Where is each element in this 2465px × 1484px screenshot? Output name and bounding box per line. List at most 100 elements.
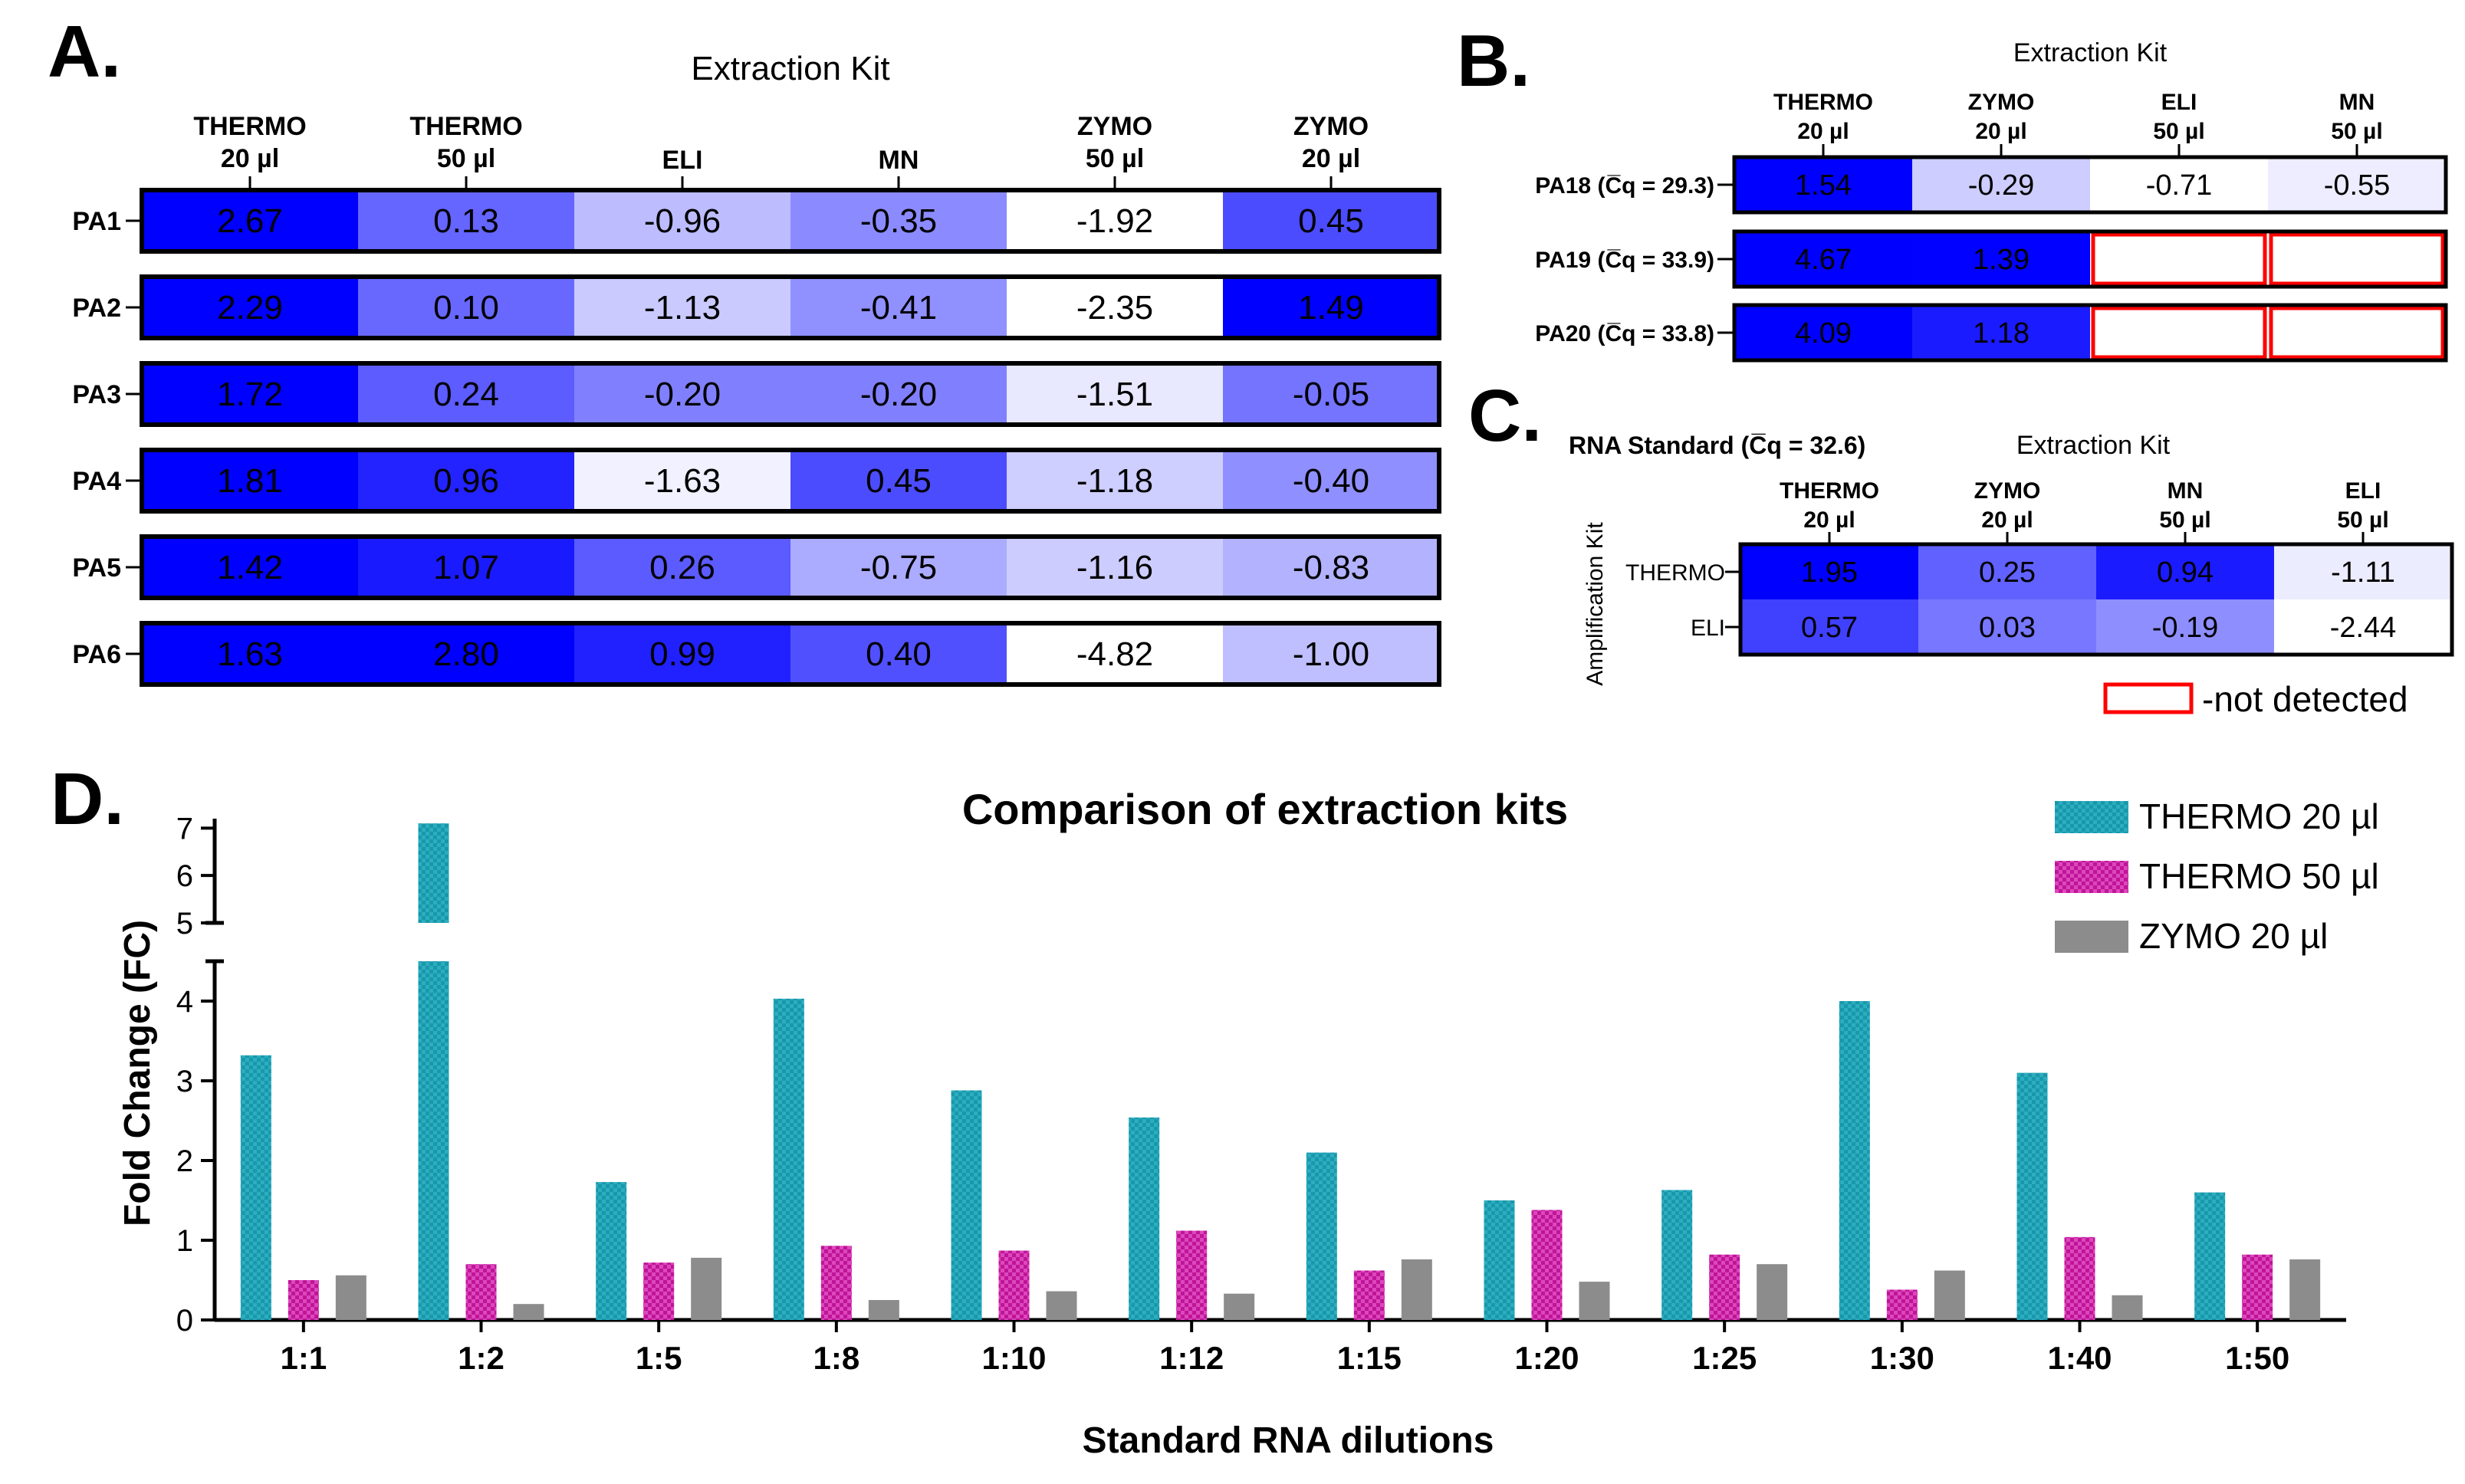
bar-thermo-20-l [1839,1001,1870,1320]
panel-c-ylabel: Amplification Kit [1583,522,1608,686]
bar-thermo-50-l [998,1250,1030,1320]
x-axis-label: Standard RNA dilutions [1083,1420,1494,1461]
bar-thermo-50-l [1886,1289,1918,1320]
cell-value: 0.10 [433,289,499,327]
heat-cell [1918,599,2096,655]
cell-value: 2.80 [433,635,499,673]
heat-cell [2274,599,2452,655]
heat-cell [790,450,1007,511]
heat-cell [142,450,358,511]
panel-a-col-label: ZYMO [1293,112,1369,141]
panel-b-col-label: MN [2339,90,2375,115]
heat-cell [2274,544,2452,599]
bar-thermo-20-l [418,961,449,1320]
heat-cell [574,277,790,338]
panel-a-row-label: PA6 [72,640,121,669]
not-detected-cell [2269,232,2445,286]
cell-value: 0.99 [649,635,715,673]
cell-value: -1.13 [644,289,721,327]
not-detected-cell [2269,306,2445,360]
panel-b-col-label: 20 µl [1797,119,1849,144]
x-tick-label: 1:15 [1337,1340,1402,1376]
legend-swatch [2055,921,2128,953]
panel-a-row-label: PA5 [72,553,121,583]
panel-c-row-label: ELI [1691,616,1725,641]
panel-a-row-label: PA1 [72,207,121,236]
y-tick-label: 4 [176,985,193,1019]
bar-thermo-50-l [465,1264,497,1320]
bar-zymo-20-l [1579,1282,1610,1320]
heat-cell [1912,305,2090,360]
bar-thermo-20-l [1306,1152,1337,1320]
cell-value: -2.44 [2330,612,2397,644]
panel-c-col-label: ELI [2345,478,2381,504]
y-tick-label: 6 [176,859,193,893]
y-tick-label: 5 [176,907,193,941]
panel-a-title: Extraction Kit [691,50,889,87]
panel-b-col-label: ZYMO [1968,90,2035,115]
cell-value: -2.35 [1076,289,1153,327]
heat-cell [1734,305,1912,360]
cell-value: -0.40 [1293,462,1369,500]
heat-cell [1734,231,1912,287]
panel-b-col-label: 50 µl [2153,119,2204,144]
heat-cell [1734,157,1912,212]
panel-c-col-label: 50 µl [2337,507,2388,533]
bar-thermo-50-l [1176,1230,1208,1320]
heat-cell [358,623,574,685]
y-tick-label: 2 [176,1144,193,1178]
heat-cell [1007,450,1223,511]
legend-not-detected: -not detected [2202,679,2408,719]
row-outline [140,448,1441,514]
bar-zymo-20-l [1934,1270,1965,1320]
cell-value: 0.24 [433,376,499,413]
heat-cell [1223,450,1439,511]
bar-thermo-50-l [1531,1210,1563,1320]
legend-label: ZYMO 20 µl [2139,916,2328,956]
cell-value: -0.96 [644,202,721,240]
cell-value: -0.20 [644,376,721,413]
panel-a-row-label: PA2 [72,294,121,323]
heat-cell [1740,544,1918,599]
cell-value: 0.94 [2157,556,2214,589]
heat-cell [1223,537,1439,598]
bar-thermo-20-l-upper [418,823,449,923]
panel-a-col-label: ELI [662,146,703,175]
cell-value: 0.57 [1801,612,1858,644]
heat-cell [790,190,1007,251]
bar-thermo-20-l [596,1182,627,1320]
bar-thermo-50-l [2242,1254,2273,1320]
row-outline [140,274,1441,340]
bar-thermo-20-l [240,1055,271,1320]
x-tick-label: 1:8 [813,1340,859,1376]
cell-value: -1.92 [1076,202,1153,240]
panel-a-col-label: 50 µl [437,144,495,173]
panel-c-col-label: 20 µl [1981,507,2033,533]
panel-b-col-label: THERMO [1773,90,1873,115]
bar-thermo-20-l [1129,1117,1160,1320]
heat-cell [142,363,358,425]
cell-value: -0.05 [1293,376,1369,413]
y-axis-label: Fold Change (FC) [117,920,158,1226]
bar-zymo-20-l [1757,1264,1788,1320]
heat-cell [1223,363,1439,425]
bar-thermo-50-l [1709,1254,1740,1320]
x-tick-label: 1:50 [2225,1340,2289,1376]
panel-b-row-label: PA19 (C̅q = 33.9) [1535,248,1714,273]
panel-b-col-label: 20 µl [1975,119,2026,144]
panel-a-col-label: ZYMO [1077,112,1152,141]
cell-value: -1.11 [2331,556,2395,589]
x-tick-label: 1:25 [1692,1340,1757,1376]
bar-thermo-50-l [643,1262,675,1320]
row-outline [1732,229,2448,289]
cell-value: 2.29 [217,289,283,327]
heat-cell-empty [2090,305,2268,360]
cell-value: -1.18 [1076,462,1153,500]
cell-value: 1.39 [1973,244,2030,276]
cell-value: 1.63 [217,635,283,673]
cell-value: 0.25 [1979,556,2036,589]
legend-swatch [2055,801,2128,833]
heat-cell [1740,599,1918,655]
